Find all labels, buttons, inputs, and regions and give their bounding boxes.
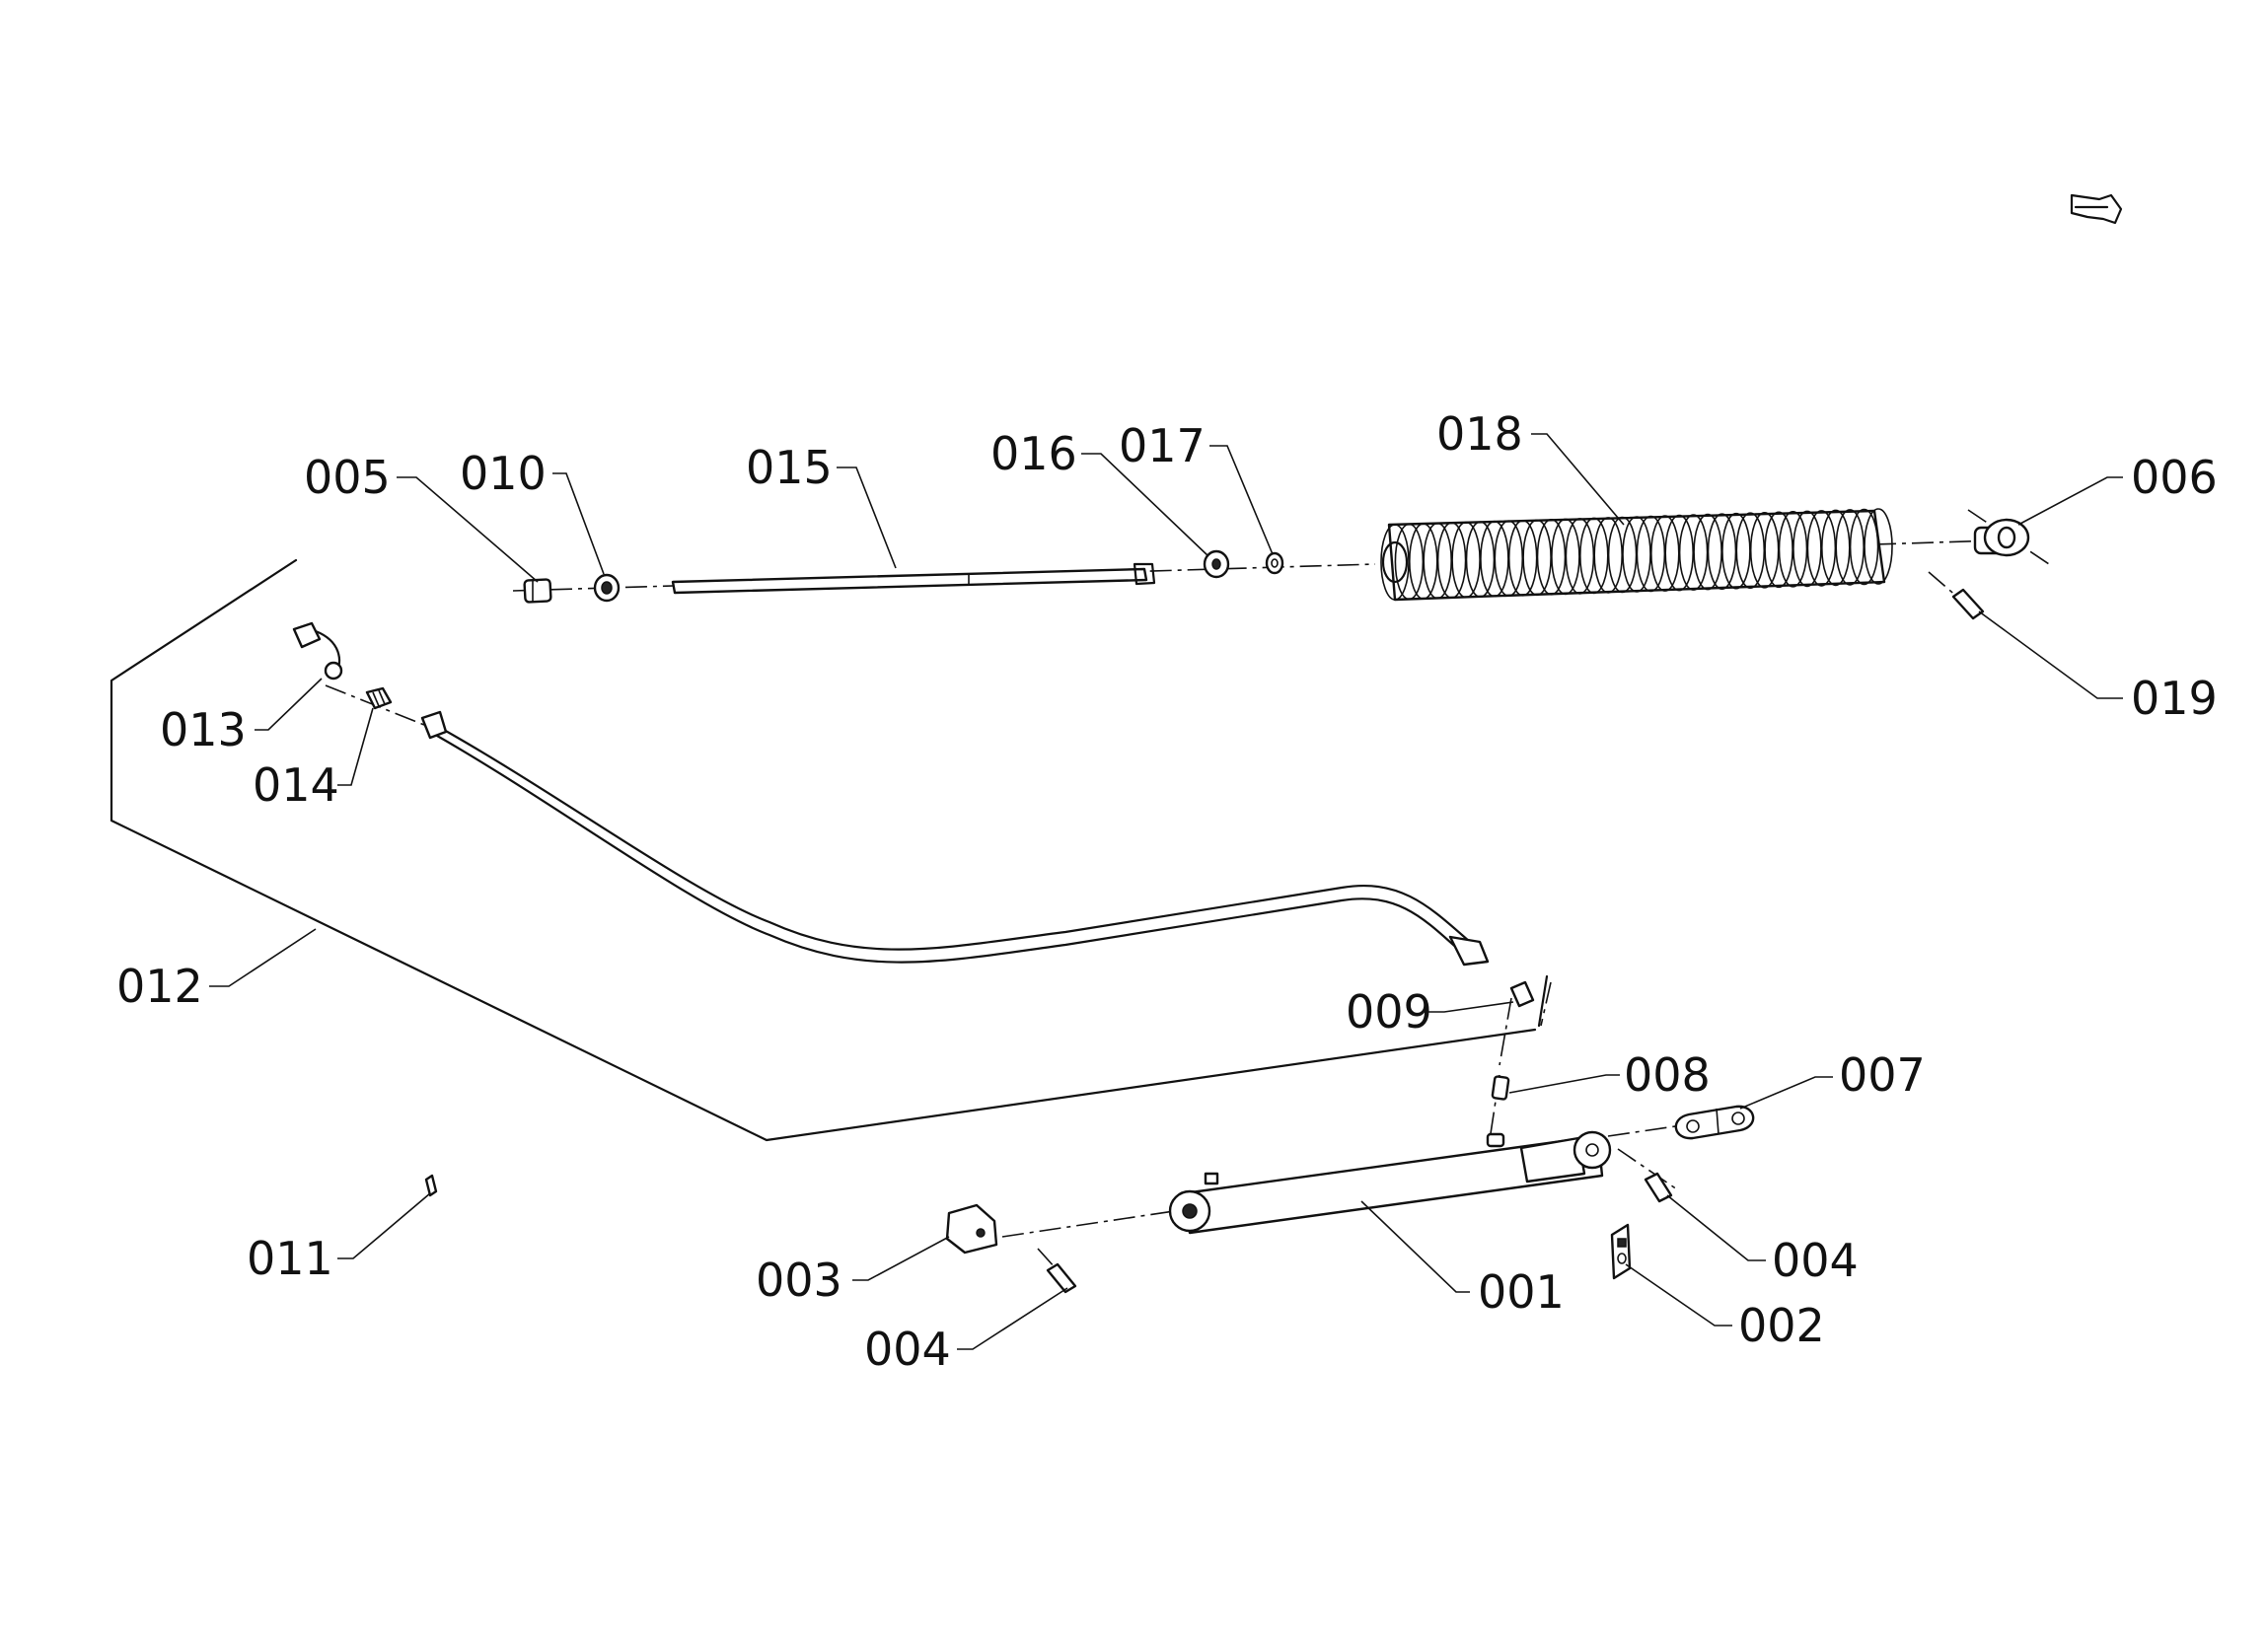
spring-coil xyxy=(1436,522,1467,599)
spring-coil xyxy=(1579,517,1609,595)
part-017-ring xyxy=(1265,551,1284,575)
spring-coil xyxy=(1536,518,1567,596)
spring-coil xyxy=(1764,511,1793,589)
spring-coil xyxy=(1593,517,1623,594)
label-018: 018 xyxy=(1436,407,1523,461)
part-019-pin xyxy=(1951,588,1985,620)
part-014-fitting xyxy=(365,686,393,710)
label-001: 001 xyxy=(1478,1265,1565,1319)
direction-arrow-icon xyxy=(2070,193,2123,225)
spring-coil xyxy=(1507,519,1538,597)
label-015: 015 xyxy=(746,441,833,494)
spring-coil xyxy=(1806,510,1837,587)
assembly-outline xyxy=(110,558,1537,1142)
label-014: 014 xyxy=(253,758,339,812)
spring-coil xyxy=(1622,516,1651,593)
spring-coil xyxy=(1409,523,1438,600)
spring-coil xyxy=(1693,513,1722,591)
spring-coil xyxy=(1394,523,1425,601)
part-003-bracket xyxy=(945,1203,998,1255)
part-004-pin-left xyxy=(1046,1262,1077,1294)
part-015-rod xyxy=(671,562,1156,595)
label-010: 010 xyxy=(460,447,547,500)
label-019: 019 xyxy=(2131,672,2218,725)
part-010-washer xyxy=(593,573,621,603)
part-009-elbow xyxy=(1509,974,1549,1028)
spring-coil xyxy=(1465,521,1496,599)
part-012-hose xyxy=(420,710,1490,967)
spring-coil xyxy=(1664,514,1694,592)
spring-coil xyxy=(1551,518,1580,596)
part-001-cylinder xyxy=(1168,1130,1612,1235)
centerlines xyxy=(325,509,2053,1269)
spring-coil xyxy=(1735,512,1766,590)
label-004-right: 004 xyxy=(1772,1234,1859,1287)
label-003: 003 xyxy=(756,1254,842,1307)
spring-coil xyxy=(1749,511,1780,589)
label-004-left: 004 xyxy=(864,1323,951,1376)
spring-coil xyxy=(1864,508,1893,585)
part-011-clip xyxy=(424,1174,438,1197)
part-006-eye-fitting xyxy=(1973,518,2030,557)
spring-coil xyxy=(1522,519,1552,597)
label-006: 006 xyxy=(2131,451,2218,504)
label-007: 007 xyxy=(1839,1048,1926,1102)
spring-coil xyxy=(1778,510,1808,588)
part-labels: 005 010 015 016 017 018 006 019 013 014 … xyxy=(116,407,2218,1376)
label-008: 008 xyxy=(1624,1048,1711,1102)
spring-coil xyxy=(1636,515,1666,593)
label-017: 017 xyxy=(1119,419,1206,472)
leader-lines xyxy=(209,433,2123,1350)
spring-coil xyxy=(1423,522,1452,600)
spring-coil xyxy=(1792,510,1822,588)
spring-coil xyxy=(1821,509,1851,587)
label-012: 012 xyxy=(116,960,203,1013)
part-008-connector xyxy=(1491,1075,1510,1101)
spring-coil xyxy=(1650,515,1680,592)
spring-coil xyxy=(1721,512,1751,590)
label-009: 009 xyxy=(1346,985,1432,1039)
label-011: 011 xyxy=(247,1232,333,1285)
part-013-dust-cap xyxy=(292,621,343,681)
spring-end xyxy=(1381,540,1409,584)
spring-coil xyxy=(1451,521,1481,599)
spring-coil xyxy=(1480,520,1509,598)
spring-coil xyxy=(1607,516,1638,594)
label-013: 013 xyxy=(160,703,247,756)
spring-coil xyxy=(1380,524,1410,601)
part-018-spring xyxy=(1380,508,1893,602)
part-005-nut xyxy=(523,578,552,604)
spring-coil xyxy=(1565,518,1595,595)
part-007-link-plate xyxy=(1674,1105,1755,1140)
label-016: 016 xyxy=(990,427,1077,480)
part-004-pin-right xyxy=(1644,1172,1673,1203)
label-005: 005 xyxy=(304,451,391,504)
spring-coil xyxy=(1849,508,1879,586)
spring-coil xyxy=(1835,509,1865,586)
spring-coil xyxy=(1707,513,1737,591)
label-002: 002 xyxy=(1738,1299,1825,1352)
part-002-plate xyxy=(1610,1223,1632,1280)
spring-coil xyxy=(1678,514,1709,591)
part-016-washer xyxy=(1203,549,1230,579)
spring-coil xyxy=(1494,520,1524,598)
